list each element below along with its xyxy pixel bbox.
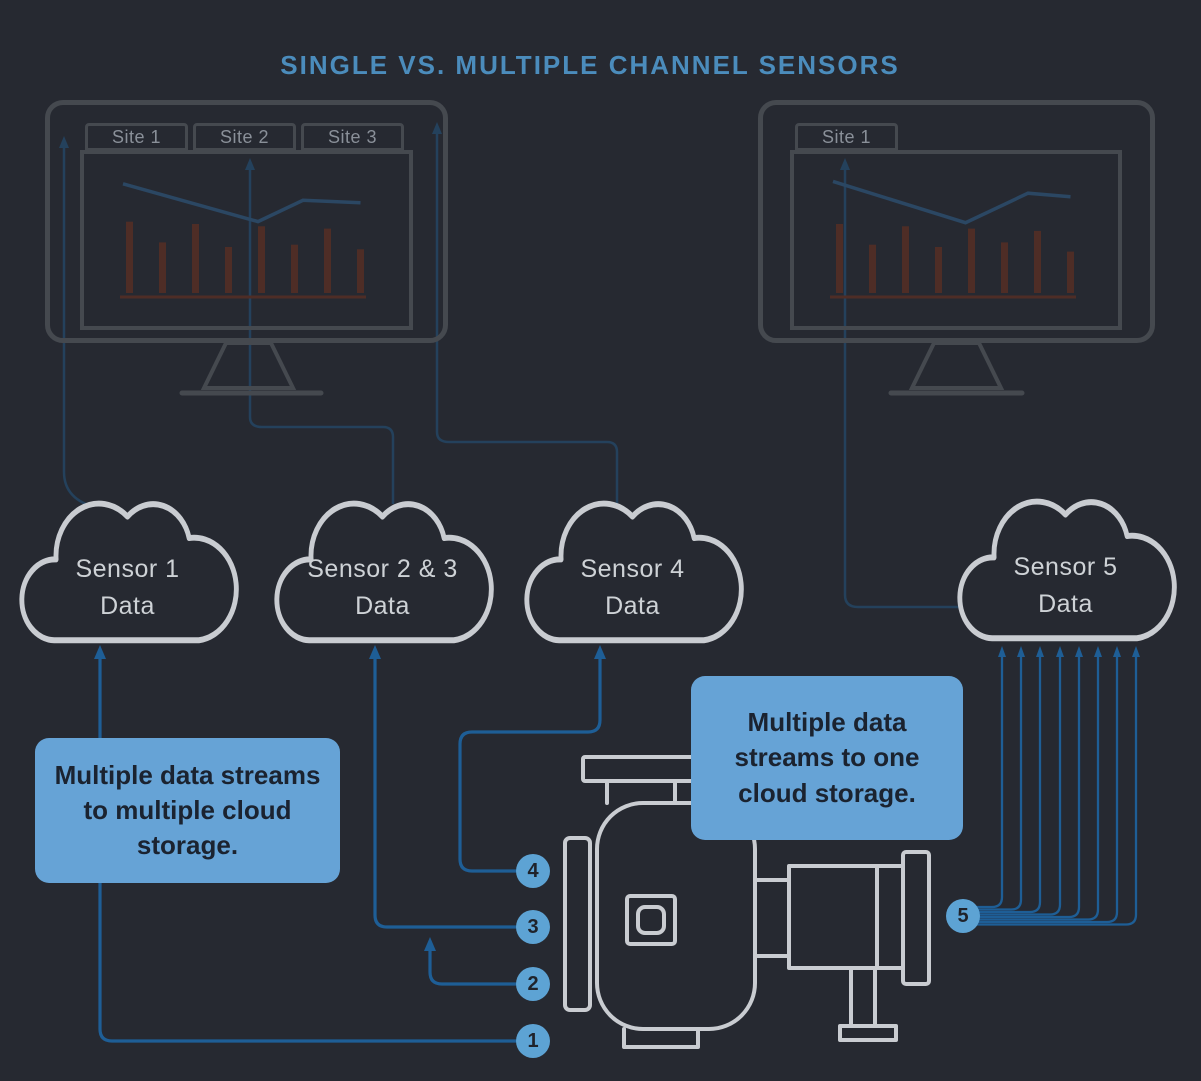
connector-cloud2-to-site2-tab <box>245 158 395 504</box>
pump-neck <box>605 779 677 805</box>
pump-adapter <box>753 878 791 958</box>
cloud-label-line2: Data <box>355 591 410 620</box>
pump-front-foot <box>622 1027 700 1049</box>
connector-cloud3-to-dashboard <box>432 122 619 504</box>
cloud-sensor-5 <box>953 498 1178 648</box>
stream-badge-1: 1 <box>516 1024 550 1058</box>
pump-end-plate <box>901 850 931 986</box>
left-monitor-chart <box>120 182 366 299</box>
right-monitor-chart <box>830 179 1076 299</box>
cloud-label-line2: Data <box>605 591 660 620</box>
cloud-label-line2: Data <box>100 591 155 620</box>
stream-3-arrow <box>369 645 517 929</box>
multi-site-screen <box>80 150 413 330</box>
stream-5-bundle-line <box>973 646 1064 916</box>
cloud-label-line1: Sensor 5 <box>1013 553 1118 582</box>
stream-5-bundle-line <box>973 646 1083 919</box>
cloud-sensor-1-label: Sensor 1 Data <box>15 500 240 645</box>
tab-site-3-left: Site 3 <box>301 123 404 151</box>
pump-port-inner <box>636 905 666 935</box>
stream-1-arrow <box>94 645 517 1043</box>
cloud-label-line2: Data <box>1038 589 1093 618</box>
single-site-monitor <box>758 100 1155 343</box>
multi-site-monitor <box>45 100 448 343</box>
callout-multiple-cloud-text: Multiple data streams to multiple cloud … <box>54 759 321 861</box>
pump-illustration <box>563 755 931 1049</box>
stream-5-bundle-line <box>973 646 1121 924</box>
tab-site-1-left: Site 1 <box>85 123 188 151</box>
tab-site-2-left: Site 2 <box>193 123 296 151</box>
cloud-sensor-2-3 <box>270 500 495 650</box>
stream-5-bundle-line <box>973 646 1140 926</box>
cloud-sensor-4-label: Sensor 4 Data <box>520 500 745 645</box>
left-monitor-stand <box>200 341 297 390</box>
stream-5-bundle-line <box>973 646 1006 909</box>
cloud-sensor-4 <box>520 500 745 650</box>
cloud-label-line1: Sensor 4 <box>580 555 685 584</box>
cloud-label-line1: Sensor 2 & 3 <box>307 555 458 584</box>
stream-badge-2: 2 <box>516 967 550 1001</box>
pump-discharge-flange <box>581 755 701 783</box>
stream-2-arrow <box>424 937 517 986</box>
pump-motor-foot <box>838 1024 898 1042</box>
stream-badge-3: 3 <box>516 910 550 944</box>
right-monitor-stand <box>908 341 1005 390</box>
tab-site-1-right: Site 1 <box>795 123 898 151</box>
stream-badge-5: 5 <box>946 899 980 933</box>
cloud-sensor-2-3-label: Sensor 2 & 3 Data <box>270 500 495 645</box>
stream-5-bundle-line <box>973 646 1102 921</box>
single-site-screen <box>790 150 1122 330</box>
pump-suction-flange <box>563 836 592 1012</box>
cloud-label-line1: Sensor 1 <box>75 555 180 584</box>
connector-cloud5-to-site1-tab <box>840 158 965 609</box>
cloud-sensor-5-label: Sensor 5 Data <box>953 498 1178 643</box>
stream-badge-4: 4 <box>516 854 550 888</box>
page-title: SINGLE VS. MULTIPLE CHANNEL SENSORS <box>280 50 900 80</box>
callout-one-cloud: Multiple data streams to one cloud stora… <box>691 676 963 840</box>
stream-4-arrow <box>458 645 606 873</box>
callout-multiple-cloud: Multiple data streams to multiple cloud … <box>35 738 340 883</box>
stream-5-bundle-line <box>973 646 1025 911</box>
pump-motor-housing <box>787 864 905 970</box>
stream-5-bundle-line <box>973 646 1044 914</box>
pump-port-outer <box>625 894 677 946</box>
cloud-sensor-1 <box>15 500 240 650</box>
pump-motor-legs <box>849 966 877 1028</box>
callout-one-cloud-text: Multiple data streams to one cloud stora… <box>734 707 920 808</box>
